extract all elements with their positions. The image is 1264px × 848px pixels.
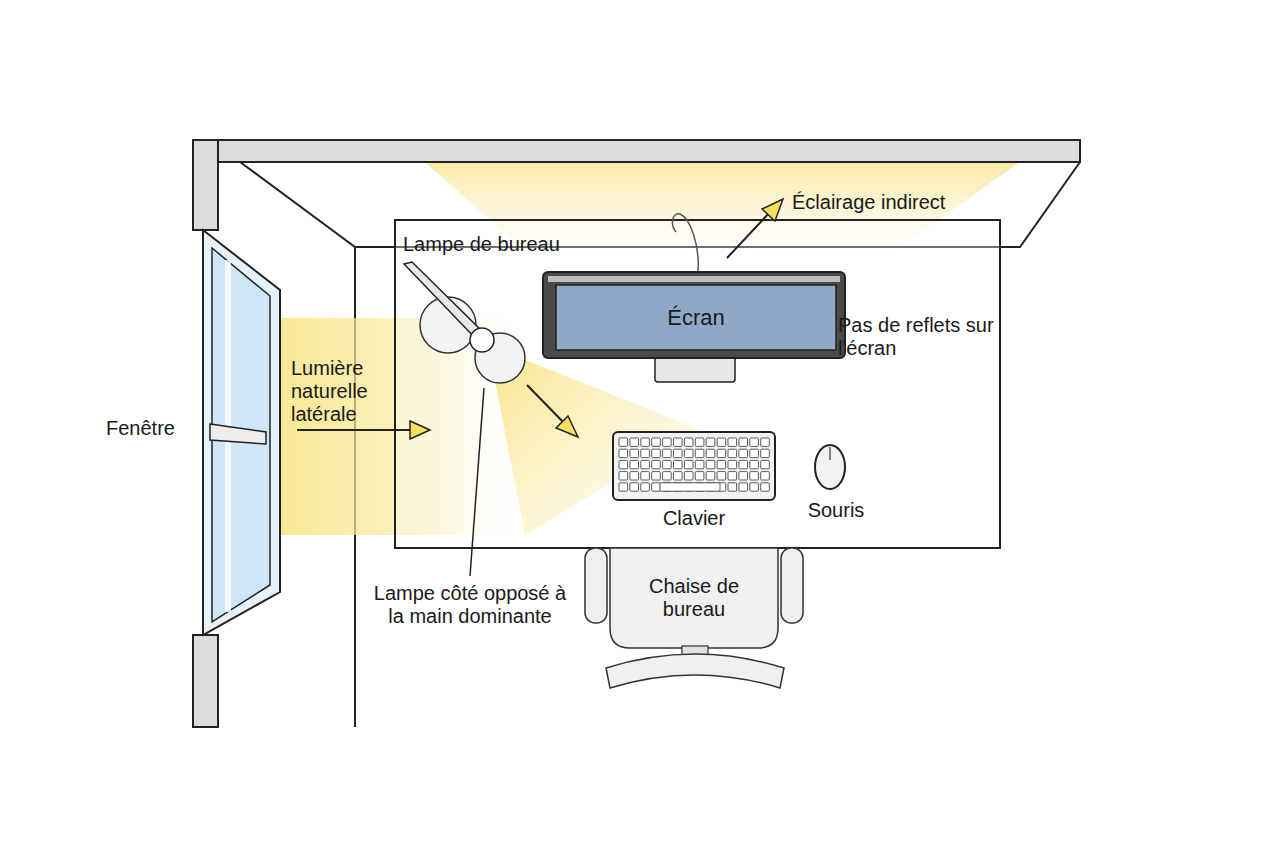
screen: Écran [556, 285, 836, 350]
no-glare-label: Pas de reflets sur l'écran [838, 314, 1003, 360]
lamp-label: Lampe de bureau [403, 233, 603, 256]
keyboard-label: Clavier [644, 507, 744, 530]
indirect-light-label: Éclairage indirect [792, 191, 992, 214]
node-text: Écran [667, 305, 724, 330]
daylight-label: Lumière naturelle latérale [291, 357, 391, 426]
lamp-side-note: Lampe côté opposé à la main dominante [372, 582, 568, 628]
node-text: Chaise de bureau [616, 575, 772, 621]
mouse-label: Souris [786, 499, 886, 522]
office-chair: Chaise de bureau [612, 552, 776, 644]
window-label: Fenêtre [106, 417, 196, 440]
